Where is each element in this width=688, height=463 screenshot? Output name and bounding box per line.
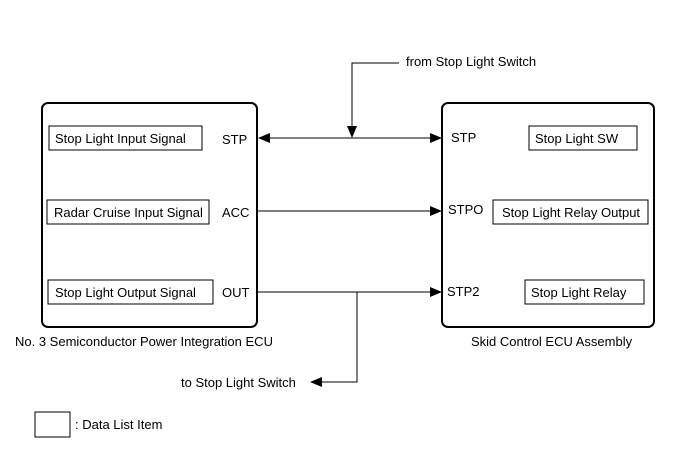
out-arrow-right-icon xyxy=(430,287,442,297)
left-item-label-2: Radar Cruise Input Signal xyxy=(54,205,203,220)
to-switch-label: to Stop Light Switch xyxy=(181,375,296,390)
stp-arrow-left-icon xyxy=(258,133,270,143)
right-item-label-1: Stop Light SW xyxy=(535,131,619,146)
left-item-box-2 xyxy=(46,199,210,225)
right-item-box-2 xyxy=(492,199,649,225)
right-pin-stp: STP xyxy=(451,130,476,145)
stp-arrow-right-icon xyxy=(430,133,442,143)
left-item-box-3 xyxy=(47,279,214,305)
from-switch-label: from Stop Light Switch xyxy=(406,54,536,69)
right-item-label-2: Stop Light Relay Output xyxy=(502,205,640,220)
left-pin-out: OUT xyxy=(222,285,250,300)
right-pin-stpo: STPO xyxy=(448,202,483,217)
legend-swatch xyxy=(34,411,71,438)
from-switch-wire xyxy=(351,62,399,126)
left-pin-stp: STP xyxy=(222,132,247,147)
left-item-label-1: Stop Light Input Signal xyxy=(55,131,186,146)
left-item-label-3: Stop Light Output Signal xyxy=(55,285,196,300)
to-switch-arrow-left-icon xyxy=(310,377,322,387)
left-item-box-1 xyxy=(48,125,203,151)
right-ecu-name: Skid Control ECU Assembly xyxy=(471,334,633,349)
right-item-box-3 xyxy=(524,279,645,305)
to-switch-wire xyxy=(322,292,358,383)
legend-text: : Data List Item xyxy=(75,417,162,432)
left-pin-acc: ACC xyxy=(222,205,249,220)
right-item-label-3: Stop Light Relay xyxy=(531,285,627,300)
from-switch-arrow-down-icon xyxy=(347,126,357,138)
right-item-box-1 xyxy=(528,125,638,151)
left-ecu-name: No. 3 Semiconductor Power Integration EC… xyxy=(15,334,273,349)
acc-arrow-right-icon xyxy=(430,206,442,216)
right-pin-stp2: STP2 xyxy=(447,284,480,299)
